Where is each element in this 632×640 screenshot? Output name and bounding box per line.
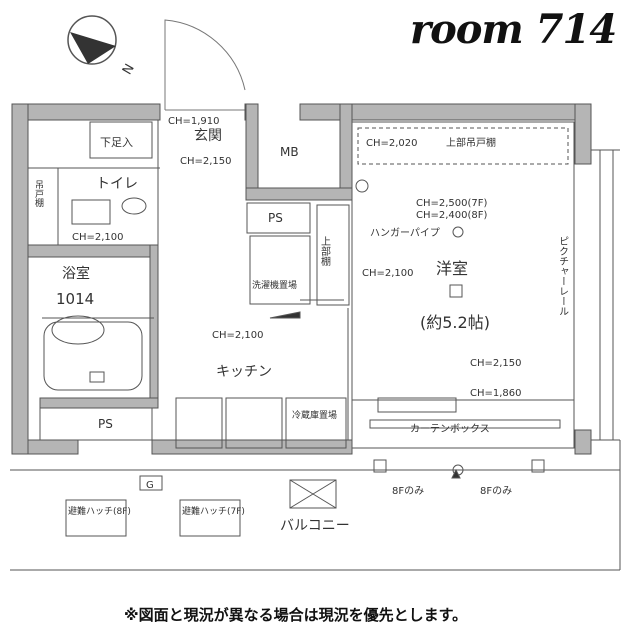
western-label: 洋室	[436, 259, 468, 278]
balcony-label: バルコニー	[280, 518, 350, 534]
outer-walls	[11, 103, 592, 455]
north-arrow-icon: N	[67, 15, 138, 78]
hanger-label: ハンガーパイプ	[370, 227, 440, 239]
toilet-label: トイレ	[96, 176, 138, 192]
upper-cabinet-label: 上部吊戸棚	[446, 136, 496, 149]
ch-western-right: CH=2,150	[470, 358, 522, 369]
picture-rail-label: ピクチャーレール	[557, 236, 569, 316]
bathtub	[43, 321, 143, 391]
partitions	[28, 120, 575, 449]
ps-bottom-label: PS	[98, 417, 113, 431]
balcony-unit	[289, 479, 337, 509]
hatch-7f-box	[179, 499, 241, 537]
ch-western-7f: CH=2,500(7F)	[416, 198, 488, 209]
ch-genkan-mid: CH=2,150	[180, 156, 232, 167]
room-title: room 714	[410, 6, 617, 53]
kitchen-label: キッチン	[216, 364, 272, 380]
toda-label: 吊戸棚	[33, 180, 44, 208]
curtain-box-label: カーテンボックス	[410, 423, 490, 435]
mb-label: MB	[280, 145, 299, 159]
eightf-right: 8Fのみ	[480, 486, 512, 497]
ps-top-label: PS	[268, 211, 283, 225]
fridge-label: 冷蔵庫置場	[292, 409, 337, 421]
right-edge	[591, 149, 620, 441]
footnote: ※図面と現況が異なる場合は現況を優先とします。	[124, 606, 468, 624]
bath-size: 1014	[56, 290, 94, 308]
ch-western-closet: CH=2,020	[366, 138, 418, 149]
bath-basin	[51, 315, 105, 345]
toilet-sink	[71, 199, 111, 225]
shitagoeri-label: 下足入	[100, 136, 133, 149]
g-label: G	[146, 480, 154, 491]
bath-drain	[89, 371, 105, 383]
ch-genkan-top: CH=1,910	[168, 116, 220, 127]
ch-western-bottom: CH=1,860	[470, 388, 522, 399]
western-size: (約5.2帖)	[420, 313, 490, 332]
north-label: N	[120, 62, 138, 78]
ch-kitchen: CH=2,100	[212, 330, 264, 341]
eightf-left: 8Fのみ	[392, 486, 424, 497]
jobudana-label: 上部棚	[319, 236, 331, 267]
toilet-bowl	[121, 197, 147, 215]
hatch-8f-box	[65, 499, 127, 537]
hatch-7f-label: 避難ハッチ(7F)	[182, 505, 245, 517]
genkan-label: 玄関	[194, 127, 222, 144]
hatch-8f-label: 避難ハッチ(8F)	[68, 505, 131, 517]
ch-western-8f: CH=2,400(8F)	[416, 210, 488, 221]
entrance-door	[164, 19, 246, 110]
ch-toilet: CH=2,100	[72, 232, 124, 243]
laundry-label: 洗濯機置場	[252, 279, 297, 291]
bath-label: 浴室	[62, 265, 90, 282]
ch-western-side: CH=2,100	[362, 268, 414, 279]
